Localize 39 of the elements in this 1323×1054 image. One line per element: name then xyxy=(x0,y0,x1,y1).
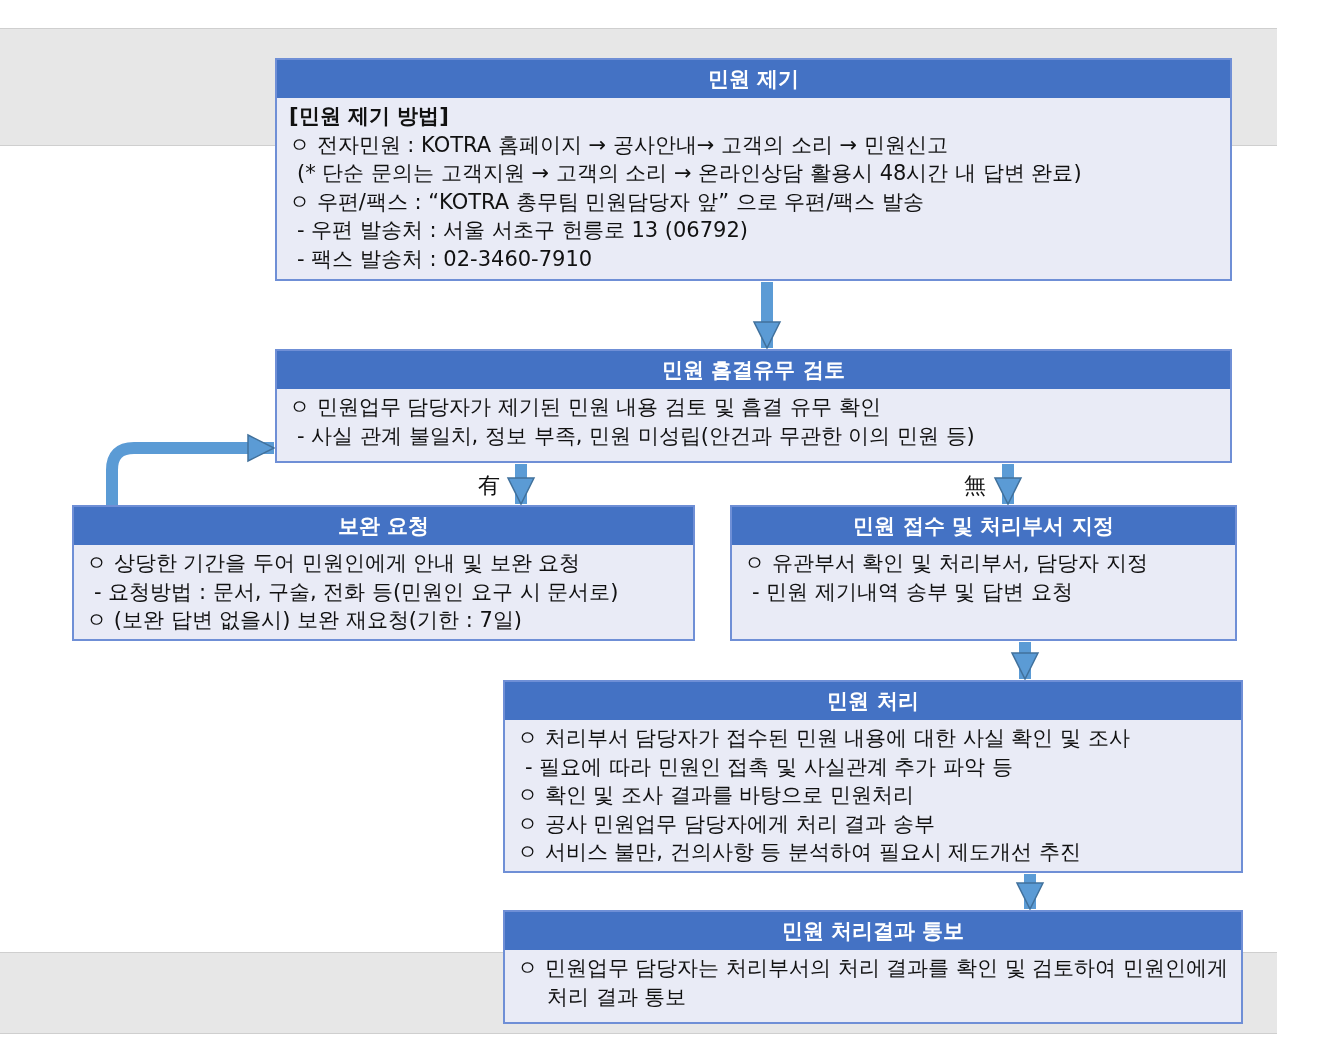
block-arrow xyxy=(507,464,535,505)
bullet-text: ㅇ 우편/팩스 : “KOTRA 총무팀 민원담당자 앞” 으로 우편/팩스 발송 xyxy=(289,188,926,216)
bullet-text: (* 단순 문의는 고객지원 → 고객의 소리 → 온라인상담 활용시 48시간 내 답변 완료) xyxy=(296,160,1083,187)
bullet-text: - 요청방법 : 문서, 구술, 전화 등(민원인 요구 시 문서로) xyxy=(93,578,620,606)
box-heading: 민원 처리결과 통보 xyxy=(505,912,1241,950)
process-box xyxy=(730,505,1237,641)
process-box xyxy=(503,910,1243,1024)
bullet-text: ㅇ 서비스 불만, 건의사항 등 분석하여 필요시 제도개선 추진 xyxy=(517,839,1083,866)
process-box xyxy=(275,58,1232,281)
bullet-text: - 팩스 발송처 : 02-3460-7910 xyxy=(296,245,594,273)
bullet-text: - 민원 제기내역 송부 및 답변 요청 xyxy=(751,578,1074,606)
box-heading: 민원 처리 xyxy=(505,682,1241,720)
box-heading: 민원 제기 xyxy=(277,60,1230,98)
block-arrow xyxy=(1011,642,1039,680)
subheading: [민원 제기 방법] xyxy=(289,103,450,130)
bullet-text: - 필요에 따라 민원인 접촉 및 사실관계 추가 파악 등 xyxy=(524,753,1014,781)
block-arrow xyxy=(1016,874,1044,910)
bullet-text: - 우편 발송처 : 서울 서초구 헌릉로 13 (06792) xyxy=(296,217,749,244)
bullet-text: ㅇ 상당한 기간을 두어 민원인에게 안내 및 보완 요청 xyxy=(86,550,582,577)
bullet-text: ㅇ 공사 민원업무 담당자에게 처리 결과 송부 xyxy=(517,810,937,838)
bullet-text: ㅇ 전자민원 : KOTRA 홈페이지 → 공사안내→ 고객의 소리 → 민원신고 xyxy=(289,131,949,159)
box-heading: 민원 접수 및 처리부서 지정 xyxy=(732,507,1235,545)
edge-label: 無 xyxy=(964,474,986,498)
block-arrow xyxy=(994,464,1022,505)
bullet-text: ㅇ 확인 및 조사 결과를 바탕으로 민원처리 xyxy=(517,782,916,809)
bullet-text: ㅇ 유관부서 확인 및 처리부서, 담당자 지정 xyxy=(744,550,1149,577)
box-heading: 보완 요청 xyxy=(74,507,693,545)
bullet-text: ㅇ (보완 답변 없을시) 보완 재요청(기한 : 7일) xyxy=(86,607,523,634)
bullet-text: ㅇ 민원업무 담당자가 제기된 민원 내용 검토 및 흠결 유무 확인 xyxy=(289,394,882,421)
block-arrow xyxy=(753,282,781,349)
edge-label: 有 xyxy=(478,474,500,498)
process-box xyxy=(275,349,1232,463)
process-box xyxy=(72,505,695,641)
bullet-text: ㅇ 민원업무 담당자는 처리부서의 처리 결과를 확인 및 검토하여 민원인에게 처리 결과 통보 xyxy=(517,955,1230,1011)
box-heading: 민원 흠결유무 검토 xyxy=(277,351,1230,389)
bullet-text: - 사실 관계 불일치, 정보 부족, 민원 미성립(안건과 무관한 이의 민원 등) xyxy=(296,422,976,450)
process-box xyxy=(503,680,1243,873)
bullet-text: ㅇ 처리부서 담당자가 접수된 민원 내용에 대한 사실 확인 및 조사 xyxy=(517,725,1131,752)
block-arrow xyxy=(106,434,275,505)
